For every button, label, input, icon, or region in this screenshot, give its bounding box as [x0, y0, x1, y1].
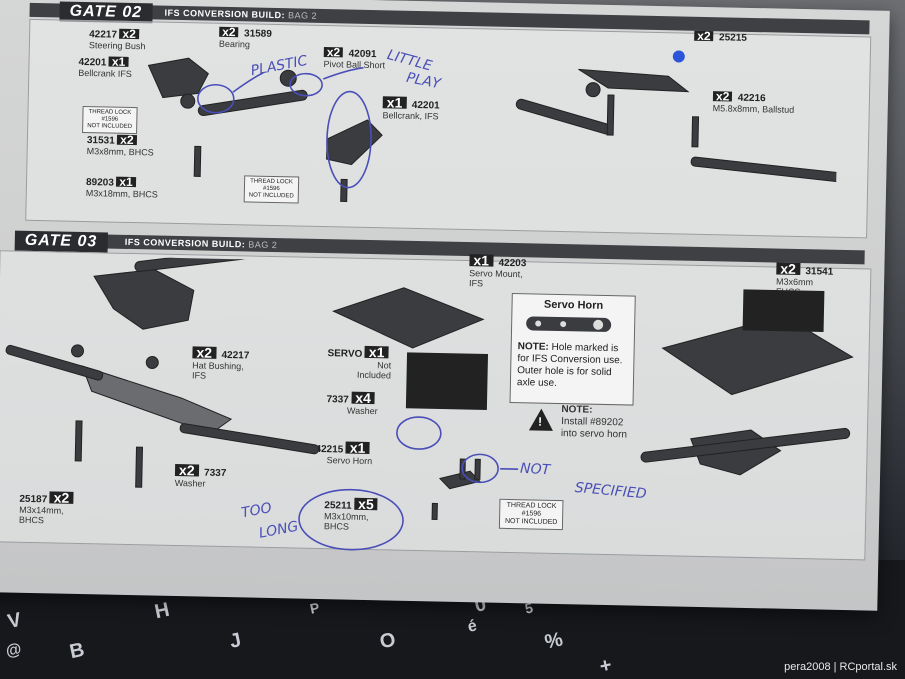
horn-hole — [535, 320, 542, 327]
bushing — [71, 344, 85, 358]
ink-circle — [396, 416, 442, 450]
link-rod — [197, 89, 308, 117]
screw — [431, 502, 438, 520]
screw — [135, 446, 144, 488]
servo-body — [405, 352, 489, 410]
screw — [74, 420, 83, 462]
ink-arrow — [232, 72, 264, 93]
pivot-ball — [279, 69, 297, 87]
key-at: @ — [4, 640, 24, 661]
ink-circle — [197, 83, 235, 114]
steering-arm — [578, 68, 690, 93]
blue-bearing — [672, 50, 685, 63]
bellcrank-part-2 — [326, 119, 383, 166]
ink-circle — [298, 488, 404, 551]
photo-credit: pera2008 | RCportal.sk — [784, 661, 897, 673]
ink-not: NOT — [519, 460, 551, 479]
ink-circle — [326, 90, 372, 189]
drag-link — [81, 365, 233, 435]
key-e-acute: é — [466, 617, 479, 636]
servo-horn-shape — [526, 316, 612, 332]
screw — [340, 178, 348, 203]
tie-rod-right — [690, 156, 839, 182]
tie-rod — [5, 344, 104, 381]
bellcrank-part — [147, 57, 209, 99]
servo-mount — [332, 287, 485, 349]
ink-circle — [289, 72, 323, 97]
key-percent: % — [542, 628, 565, 654]
key-plus: + — [597, 654, 614, 678]
horn-spline — [593, 319, 604, 330]
key-j: J — [227, 629, 244, 653]
key-b: B — [67, 638, 87, 664]
bushing — [145, 355, 159, 369]
key-o: O — [377, 628, 398, 654]
ink-annotations — [197, 67, 519, 551]
key-p: P — [308, 599, 321, 617]
ballstud — [691, 116, 700, 148]
screw — [606, 94, 615, 136]
gate02-diagram — [147, 50, 839, 203]
tie-rod — [179, 423, 320, 455]
screw — [193, 145, 202, 177]
link-rod — [134, 254, 285, 272]
servo-horn-note-box: Servo Horn NOTE: Hole marked is for IFS … — [509, 292, 636, 406]
gate03-diagram — [5, 254, 854, 520]
screw — [474, 458, 481, 480]
bushing — [585, 82, 601, 98]
instruction-sheet: GATE 02 IFS CONVERSION BUILD: BAG 2 4221… — [0, 0, 890, 611]
servo-assembled — [742, 289, 825, 333]
ink-circle — [461, 453, 499, 484]
link-rod-assembled — [640, 427, 851, 463]
horn-hole — [560, 321, 567, 328]
servo-horn-drawing — [526, 316, 612, 332]
key-h: H — [152, 598, 172, 624]
ink-arrow — [322, 67, 364, 80]
key-v: V — [5, 608, 24, 634]
bushing — [180, 93, 196, 109]
